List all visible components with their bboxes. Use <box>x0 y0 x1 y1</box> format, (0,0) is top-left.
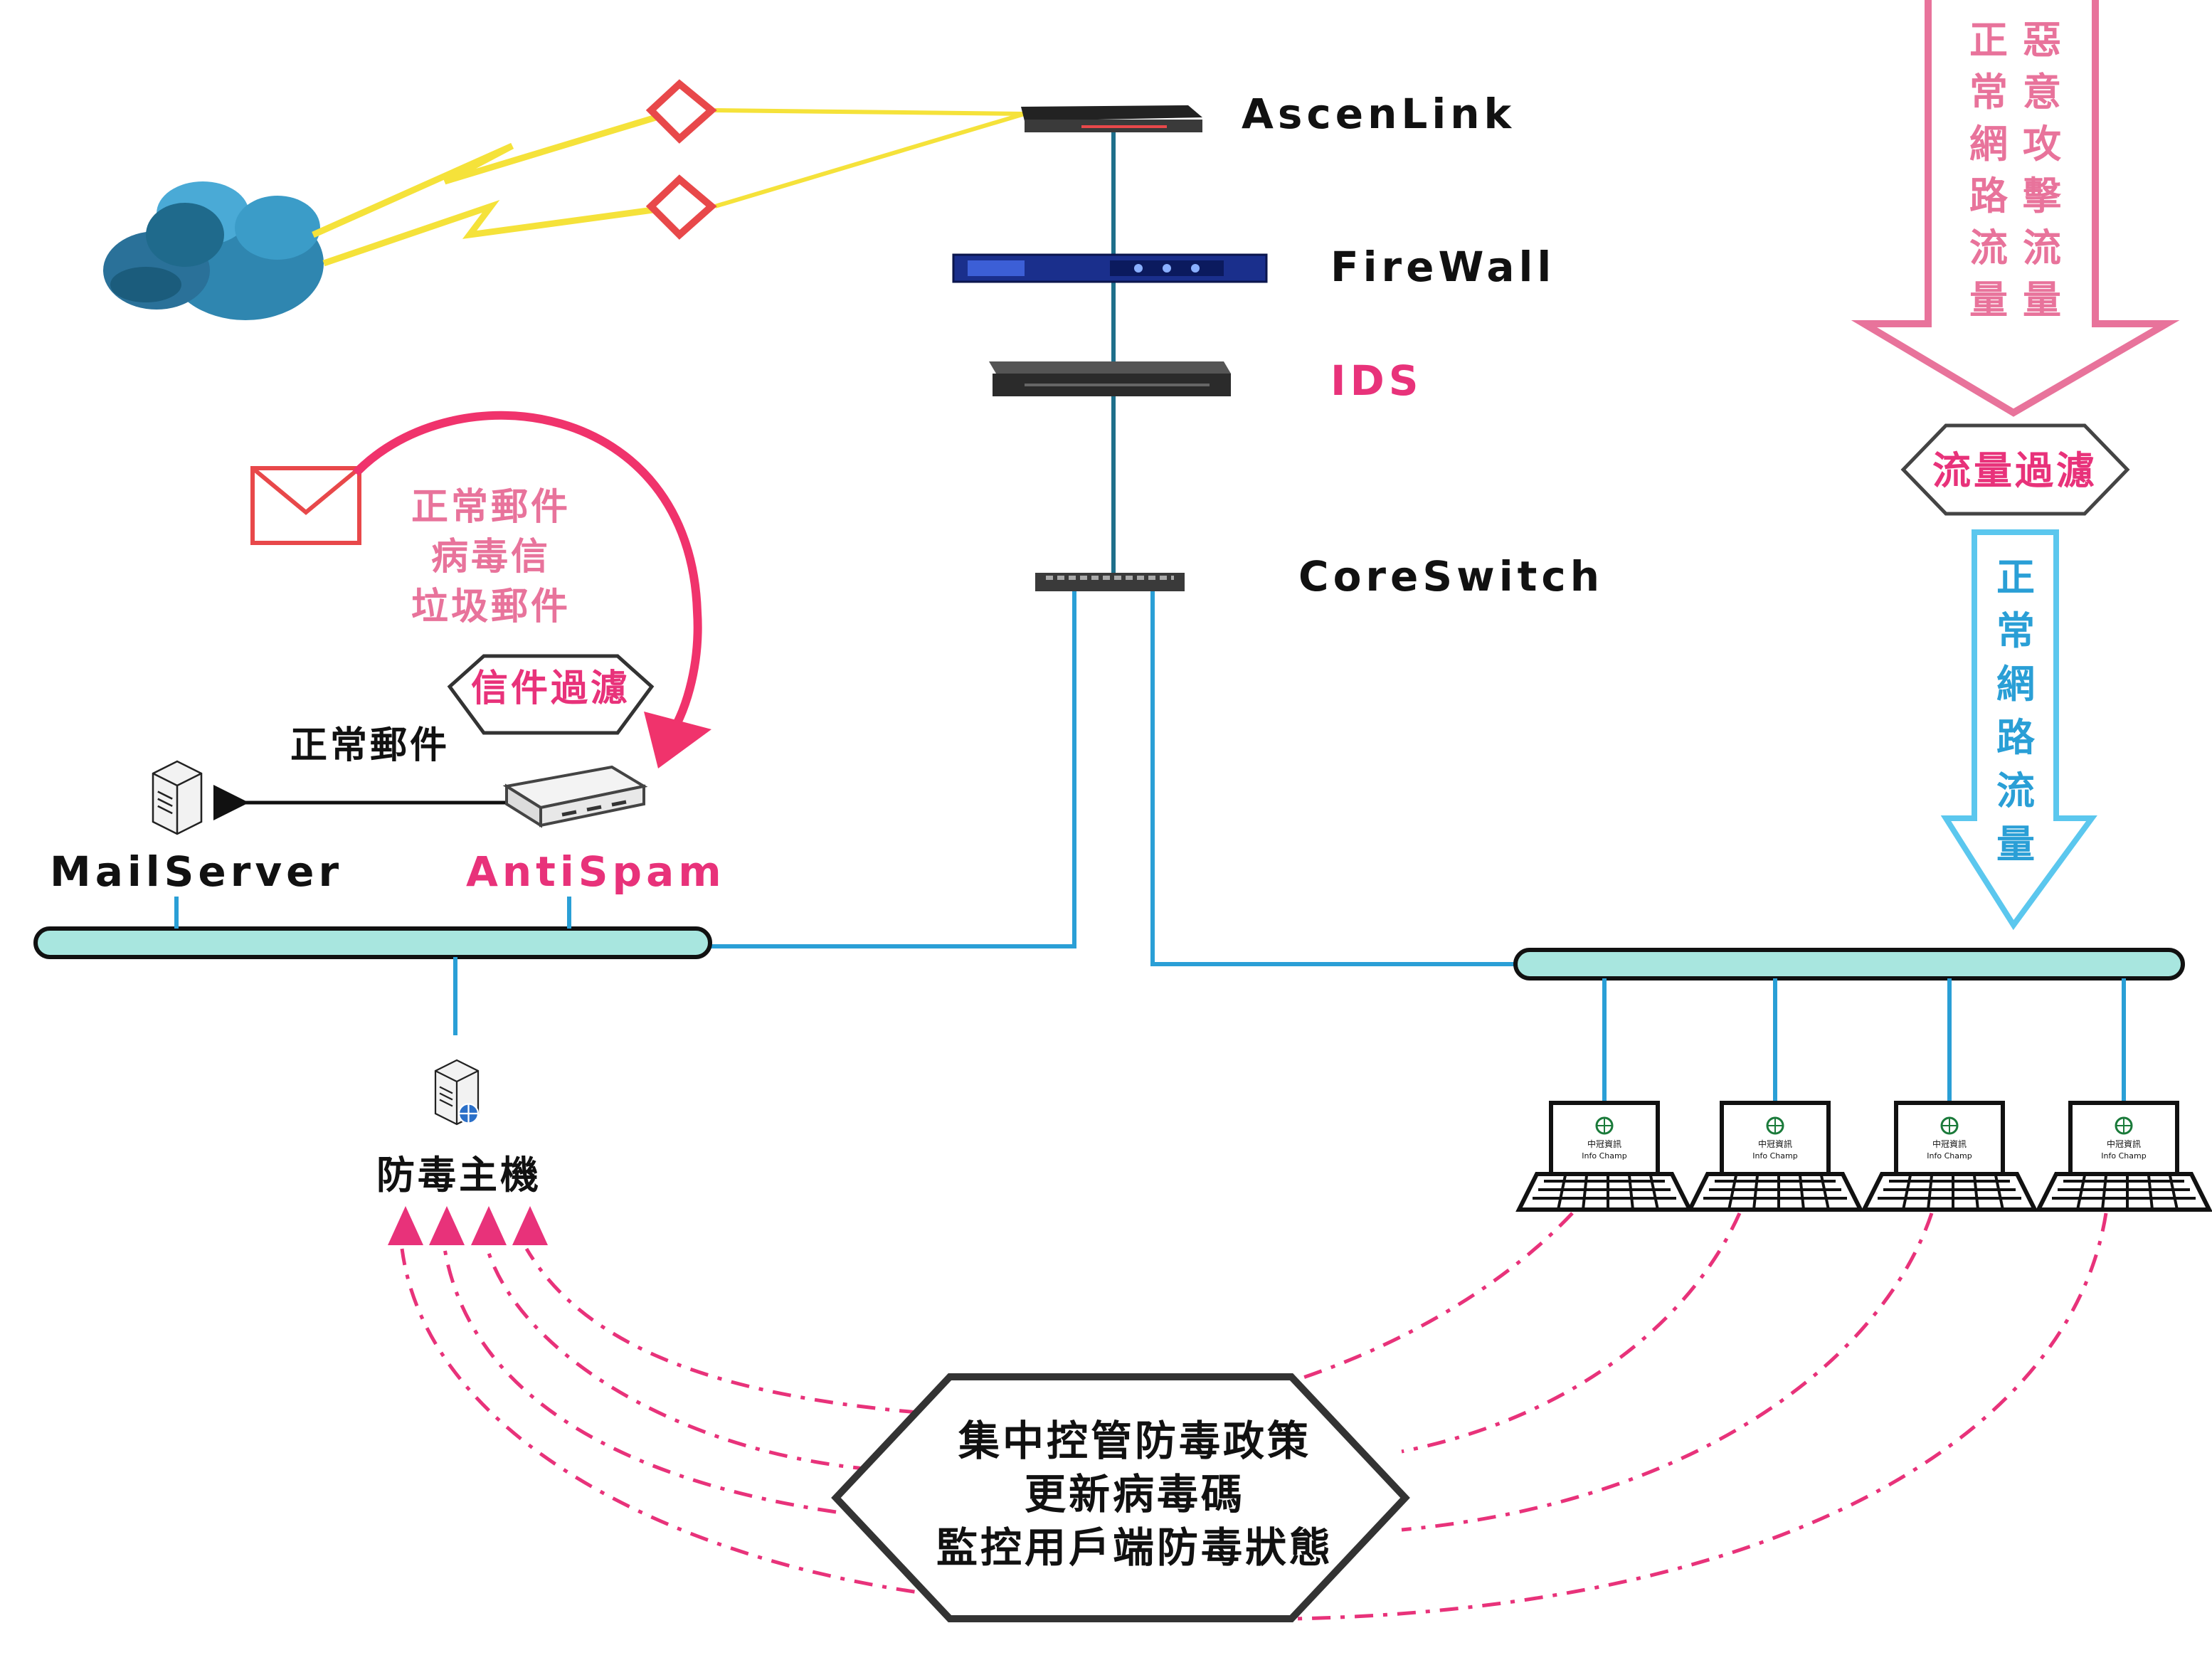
svg-text:意: 意 <box>2023 70 2061 115</box>
client-laptop-2: 中冠資訊 Info Champ <box>1690 1103 1861 1210</box>
client-laptop-3: 中冠資訊 Info Champ <box>1864 1103 2035 1210</box>
svg-text:常: 常 <box>1996 608 2035 653</box>
mail-filter-label: 信件過濾 <box>471 667 630 710</box>
mail-envelope-icon <box>250 466 361 545</box>
svg-text:攻: 攻 <box>2023 122 2062 166</box>
av-policy-line-2: 更新病毒碼 <box>1025 1470 1245 1518</box>
av-policy-line-1: 集中控管防毒政策 <box>958 1417 1311 1465</box>
mail-flow-arrowhead <box>644 712 711 768</box>
mailserver-icon <box>152 760 203 835</box>
svg-text:常: 常 <box>1969 70 2008 115</box>
laptop-brand: 中冠資訊 <box>1932 1138 1967 1149</box>
laptop-brand: 中冠資訊 <box>2107 1138 2141 1149</box>
svg-text:正: 正 <box>1996 555 2035 600</box>
ids-device-icon <box>989 361 1231 396</box>
core-to-client-lan-link <box>1150 591 1515 966</box>
av-management-links <box>400 1212 2108 1621</box>
laptop-brand-en: Info Champ <box>1752 1151 1797 1161</box>
laptop-brand-en: Info Champ <box>1927 1151 1972 1161</box>
firewall-device-icon <box>952 253 1268 283</box>
ascenlink-label: AscenLink <box>1242 90 1515 138</box>
wan-node-2-icon <box>645 174 717 240</box>
svg-text:路: 路 <box>1969 174 2009 218</box>
mail-type-normal: 正常郵件 <box>411 486 571 529</box>
wan-link-1 <box>312 79 1025 238</box>
mail-type-virus: 病毒信 <box>431 536 551 578</box>
svg-text:網: 網 <box>1969 122 2008 166</box>
svg-text:路: 路 <box>1996 715 2036 760</box>
av-management-arrowheads <box>388 1206 548 1245</box>
mail-filter-badge: 信件過濾 <box>447 654 655 735</box>
antispam-label: AntiSpam <box>466 847 726 896</box>
ids-label: IDS <box>1330 356 1423 405</box>
svg-text:量: 量 <box>1996 822 2035 867</box>
incoming-traffic-col1: 正 常 網 路 流 量 <box>1969 18 2009 322</box>
normal-mail-output-label: 正常郵件 <box>290 724 450 767</box>
incoming-traffic-arrow <box>1851 0 2180 417</box>
av-policy-badge: 集中控管防毒政策 更新病毒碼 監控用戶端防毒狀態 <box>831 1373 1410 1622</box>
laptop-brand: 中冠資訊 <box>1758 1138 1792 1149</box>
firewall-label: FireWall <box>1330 243 1555 291</box>
server-lan-bar <box>33 926 712 959</box>
mailserver-label: MailServer <box>50 847 343 896</box>
svg-text:擊: 擊 <box>2023 174 2062 218</box>
svg-text:惡: 惡 <box>2023 18 2061 63</box>
client-lan-bar <box>1513 948 2185 980</box>
mail-flow-arrow <box>352 411 702 739</box>
clean-traffic-arrow <box>1940 529 2097 931</box>
svg-text:流: 流 <box>1969 226 2008 270</box>
antispam-device-icon <box>502 765 648 828</box>
mail-type-spam: 垃圾郵件 <box>411 586 571 628</box>
traffic-filter-badge: 流量過濾 <box>1900 423 2130 516</box>
svg-text:量: 量 <box>2023 278 2061 322</box>
antivirus-host-label: 防毒主機 <box>376 1153 541 1198</box>
clean-traffic-text: 正 常 網 路 流 量 <box>1996 555 2036 867</box>
coreswitch-label: CoreSwitch <box>1298 552 1604 601</box>
wan-link-2 <box>322 112 1025 267</box>
traffic-filter-label: 流量過濾 <box>1932 448 2097 493</box>
ascenlink-device-icon <box>1021 105 1202 132</box>
svg-text:正: 正 <box>1969 18 2008 63</box>
laptop-brand: 中冠資訊 <box>1587 1138 1621 1149</box>
wan-node-1-icon <box>645 79 717 144</box>
av-policy-line-3: 監控用戶端防毒狀態 <box>936 1523 1333 1572</box>
laptop-brand-en: Info Champ <box>1582 1151 1626 1161</box>
incoming-traffic-col2: 惡 意 攻 擊 流 量 <box>2023 18 2062 322</box>
core-to-server-lan-link <box>708 591 1076 948</box>
coreswitch-device-icon <box>1035 573 1185 591</box>
svg-text:流: 流 <box>1996 768 2035 813</box>
svg-text:網: 網 <box>1996 662 2035 707</box>
client-laptop-1: 中冠資訊 Info Champ <box>1519 1103 1690 1210</box>
svg-text:流: 流 <box>2023 226 2061 270</box>
antivirus-server-icon <box>434 1059 480 1126</box>
client-laptop-4: 中冠資訊 Info Champ <box>2038 1103 2209 1210</box>
laptop-brand-en: Info Champ <box>2101 1151 2146 1161</box>
internet-cloud-icon <box>103 181 324 320</box>
svg-text:量: 量 <box>1969 278 2008 322</box>
